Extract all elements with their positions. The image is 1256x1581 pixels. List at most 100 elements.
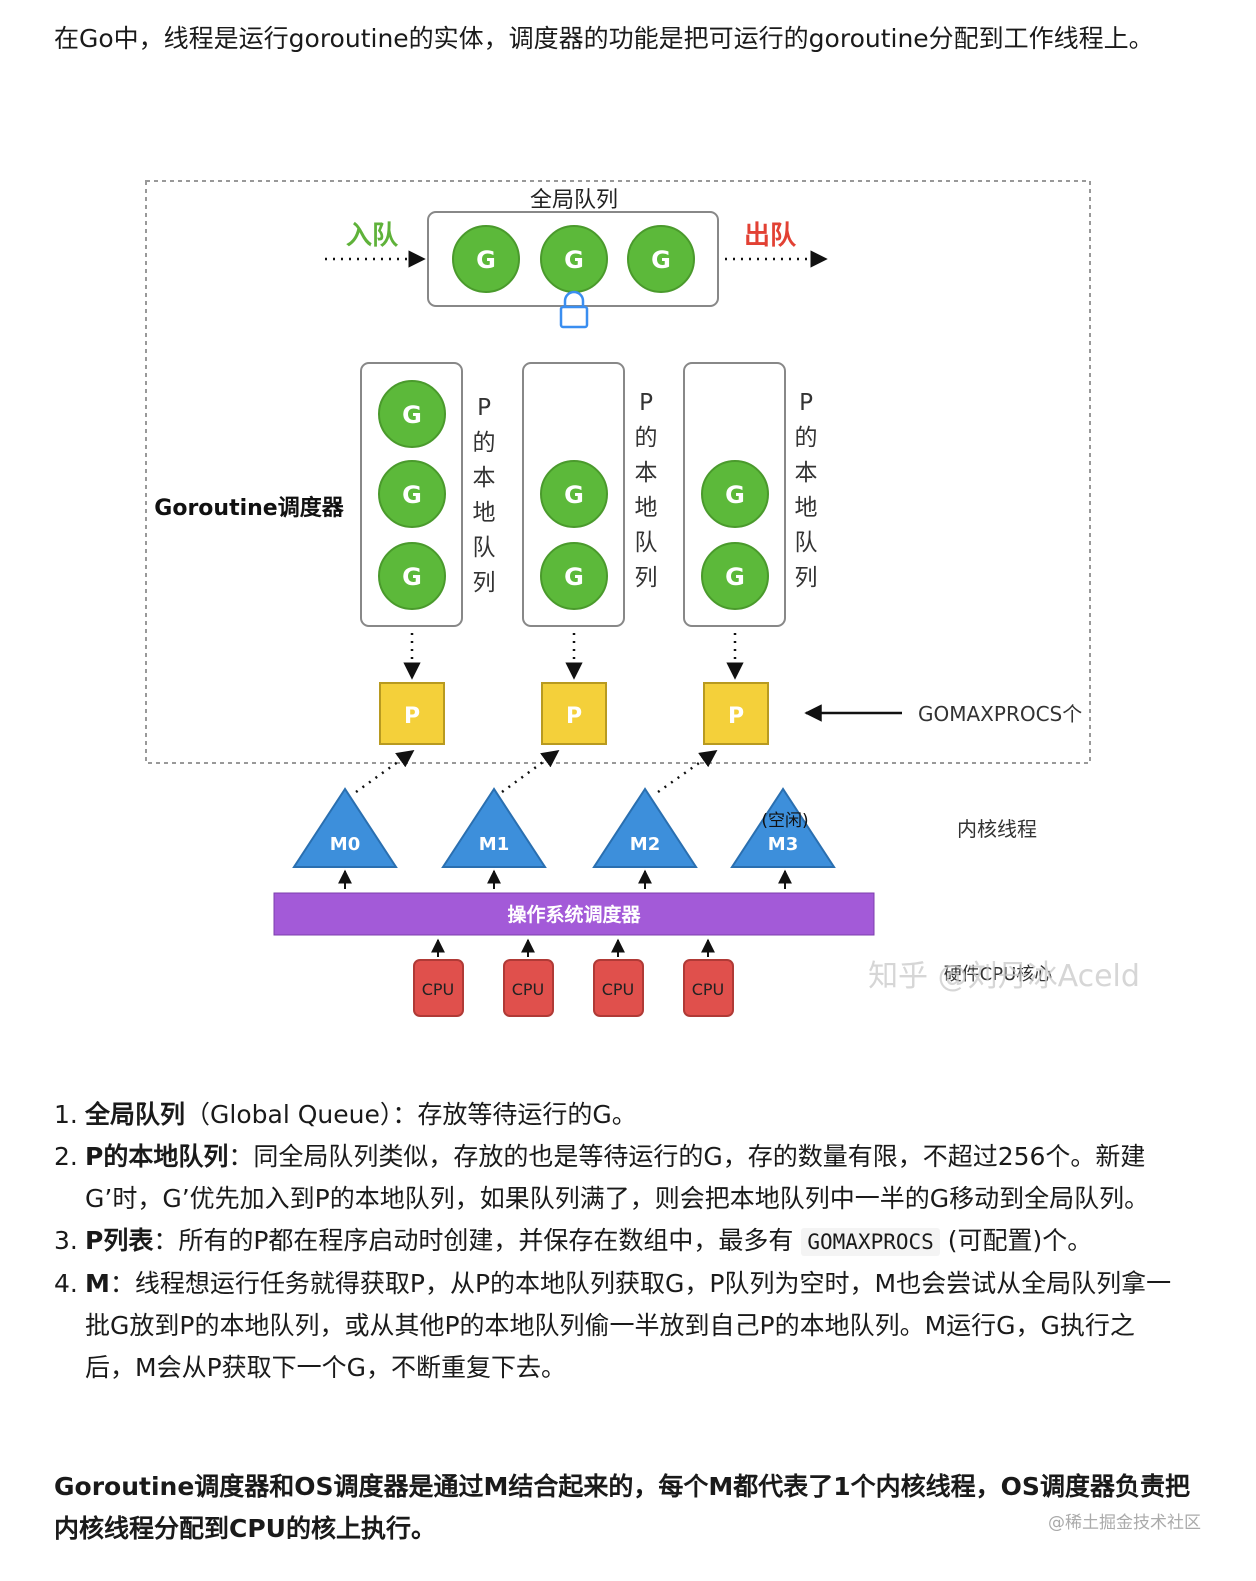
gmp-scheduler-diagram: 全局队列 G G G 入队 出队 Goroutine调度器 G G <box>145 180 1140 1017</box>
cpu-core: CPU <box>593 959 644 1017</box>
scheduler-boundary <box>145 180 1091 764</box>
os-scheduler-bar <box>273 892 875 936</box>
goroutine-label: G <box>402 401 422 429</box>
cpu-label: CPU <box>602 980 635 999</box>
local-goroutine: G <box>378 460 446 528</box>
svg-text:队: 队 <box>795 530 818 556</box>
svg-text:队: 队 <box>635 530 658 556</box>
machine: M0 <box>292 787 398 868</box>
machine-label: M1 <box>479 834 509 855</box>
machine-label: M2 <box>630 834 660 855</box>
goroutine-label: G <box>564 563 584 591</box>
os-to-machine-arrows <box>338 869 792 889</box>
list-text: ：同全局队列类似，存放的也是等待运行的G，存的数量有限，不超过256个。新建G’… <box>85 1142 1150 1213</box>
gomaxprocs-label: GOMAXPROCS个 <box>918 702 1082 726</box>
cpu-core: CPU <box>683 959 734 1017</box>
goroutine-label: G <box>651 246 671 274</box>
list-item: 4.M：线程想运行任务就得获取P，从P的本地队列获取G，P队列为空时，M也会尝试… <box>54 1263 1184 1389</box>
processor: P <box>541 682 607 745</box>
enqueue-label: 入队 <box>346 221 399 251</box>
list-text: ：所有的P都在程序启动时创建，并保存在数组中，最多有 <box>153 1226 794 1255</box>
svg-text:本: 本 <box>635 460 658 486</box>
global-goroutine: G <box>452 225 520 293</box>
goroutine-label: G <box>564 481 584 509</box>
list-number: 3. <box>54 1226 78 1255</box>
svg-text:的: 的 <box>635 425 658 451</box>
list-term: 全局队列 <box>85 1100 186 1129</box>
list-number: 1. <box>54 1100 78 1129</box>
svg-text:列: 列 <box>635 565 658 591</box>
svg-text:地: 地 <box>635 495 658 521</box>
machine-label: M0 <box>330 834 360 855</box>
local-queue: G G P 的 本 地 队 列 <box>683 362 818 627</box>
svg-text:P: P <box>799 390 813 416</box>
goroutine-label: G <box>725 481 745 509</box>
local-queue: G G P 的 本 地 队 列 <box>522 362 658 627</box>
list-item: 2.P的本地队列：同全局队列类似，存放的也是等待运行的G，存的数量有限，不超过2… <box>54 1136 1184 1220</box>
local-goroutine: G <box>540 460 608 528</box>
list-term: M <box>85 1269 110 1298</box>
kernel-thread-label: 内核线程 <box>957 817 1037 841</box>
cpu-label: CPU <box>692 980 725 999</box>
svg-text:的: 的 <box>795 425 818 451</box>
svg-text:地: 地 <box>473 500 496 526</box>
cpu-core-label: 硬件CPU核心 <box>944 964 1053 985</box>
machine: M1 <box>441 787 547 868</box>
list-text-tail: (可配置)个。 <box>947 1226 1093 1255</box>
list-term: P列表 <box>85 1226 154 1255</box>
local-goroutine: G <box>378 380 446 448</box>
cpu-to-os-arrows <box>431 938 715 957</box>
processor-label: P <box>566 704 582 729</box>
os-scheduler-label: 操作系统调度器 <box>507 903 641 926</box>
list-text: （Global Queue）：存放等待运行的G。 <box>185 1100 637 1129</box>
local-goroutine: G <box>701 460 769 528</box>
global-goroutine: G <box>540 225 608 293</box>
cpu-label: CPU <box>422 980 455 999</box>
goroutine-scheduler-label: Goroutine调度器 <box>154 495 344 521</box>
intro-paragraph: 在Go中，线程是运行goroutine的实体，调度器的功能是把可运行的gorou… <box>54 24 1154 53</box>
svg-text:本: 本 <box>473 465 496 491</box>
list-term: P的本地队列 <box>85 1142 229 1171</box>
goroutine-label: G <box>725 563 745 591</box>
local-goroutine: G <box>378 542 446 610</box>
inline-code: GOMAXPROCS <box>801 1228 940 1256</box>
svg-text:地: 地 <box>795 495 818 521</box>
local-goroutine: G <box>701 542 769 610</box>
list-text: ：线程想运行任务就得获取P，从P的本地队列获取G，P队列为空时，M也会尝试从全局… <box>85 1269 1172 1382</box>
site-watermark: @稀土掘金技术社区 <box>1048 1513 1201 1533</box>
cpu-label: CPU <box>512 980 545 999</box>
machine-idle-label: (空闲) <box>761 811 808 831</box>
machine: M2 <box>592 787 698 868</box>
processor-label: P <box>404 704 420 729</box>
svg-text:列: 列 <box>795 565 818 591</box>
list-number: 4. <box>54 1269 78 1298</box>
machine-label: M3 <box>768 834 798 855</box>
dequeue-label: 出队 <box>744 221 797 251</box>
machine: (空闲) M3 <box>730 787 836 868</box>
local-queue-vertical-label: P 的 本 地 队 列 <box>473 395 496 596</box>
global-queue-title: 全局队列 <box>530 188 618 213</box>
lock-icon <box>559 290 589 329</box>
cpu-core: CPU <box>503 959 554 1017</box>
local-queue: G G G P 的 本 地 队 列 <box>360 362 496 627</box>
cpu-core: CPU <box>413 959 464 1017</box>
goroutine-label: G <box>476 246 496 274</box>
component-list: 1.全局队列（Global Queue）：存放等待运行的G。 2.P的本地队列：… <box>54 1094 1184 1389</box>
svg-text:P: P <box>477 395 491 421</box>
global-goroutine: G <box>627 225 695 293</box>
svg-text:本: 本 <box>795 460 818 486</box>
summary-paragraph: Goroutine调度器和OS调度器是通过M结合起来的，每个M都代表了1个内核线… <box>54 1472 1190 1543</box>
svg-text:列: 列 <box>473 570 496 596</box>
processor: P <box>379 682 445 745</box>
svg-text:的: 的 <box>473 430 496 456</box>
goroutine-label: G <box>564 246 584 274</box>
global-queue-goroutines: G G G <box>452 225 695 293</box>
goroutine-label: G <box>402 563 422 591</box>
svg-text:队: 队 <box>473 535 496 561</box>
local-goroutine: G <box>540 542 608 610</box>
svg-text:P: P <box>639 390 653 416</box>
processor-label: P <box>728 704 744 729</box>
processor: P <box>703 682 769 745</box>
list-item: 1.全局队列（Global Queue）：存放等待运行的G。 <box>54 1094 1184 1136</box>
zhihu-watermark: 知乎 @刘丹冰Aceld <box>868 959 1140 994</box>
